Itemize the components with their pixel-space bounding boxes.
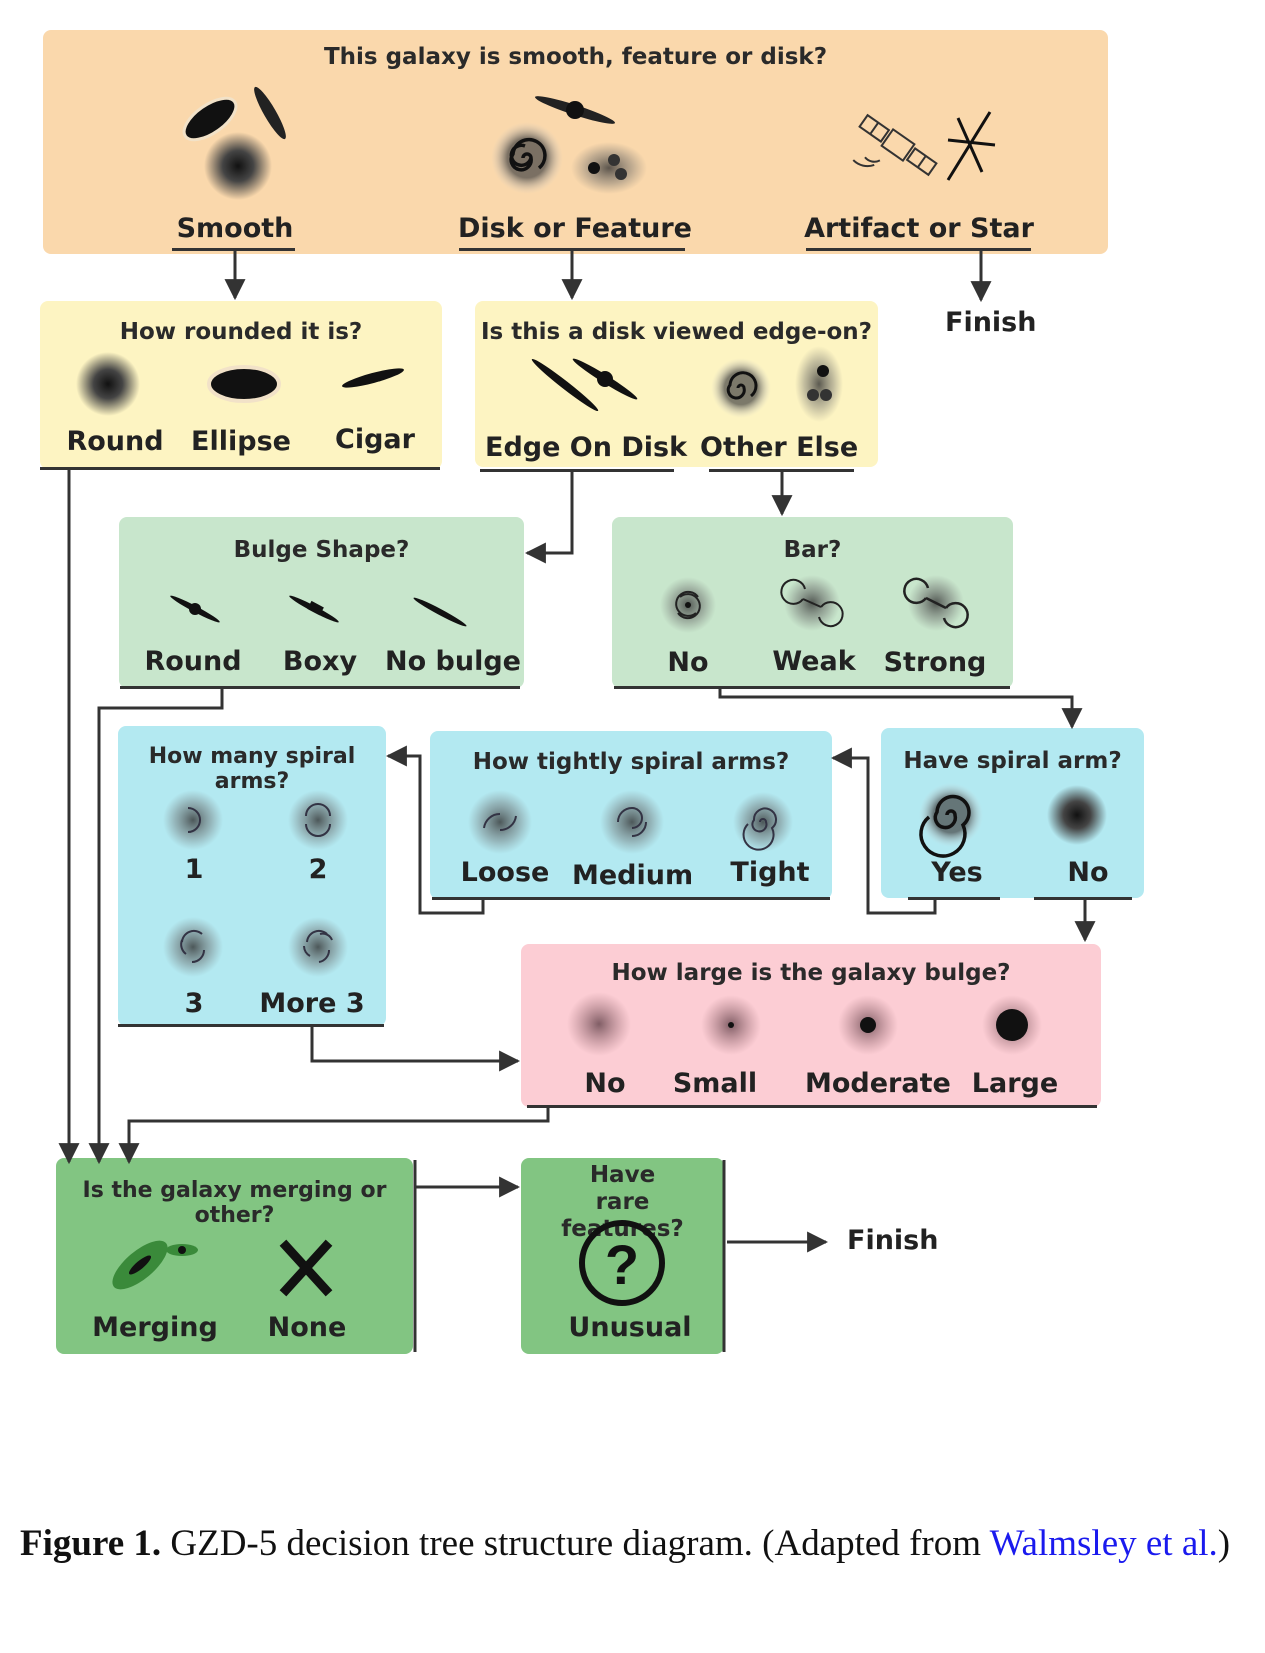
- q6-question: How many spiral arms?: [148, 744, 356, 794]
- q2-option-ellipse: Ellipse: [191, 426, 291, 457]
- q7-option-loose: Loose: [460, 857, 550, 888]
- bar-icons: [660, 575, 969, 633]
- q4-option-boxy: Boxy: [282, 646, 358, 677]
- q4-option-round: Round: [144, 646, 242, 677]
- caption-label: Figure 1.: [20, 1523, 162, 1564]
- q1-question: This galaxy is smooth, feature or disk?: [323, 44, 828, 70]
- q6-option-1: 1: [184, 854, 204, 885]
- q9-option-small: Small: [672, 1068, 758, 1099]
- q11-box: Have rare features?: [521, 1158, 724, 1354]
- other-else-icons: [711, 346, 843, 422]
- q6-option-2: 2: [308, 854, 328, 885]
- underline: [459, 248, 685, 251]
- disk-or-feature-icons: [491, 96, 647, 194]
- q8-option-yes: Yes: [931, 857, 983, 888]
- q9-question: How large is the galaxy bulge?: [611, 960, 1011, 986]
- q1-option-disk-or-feature: Disk or Feature: [458, 213, 692, 244]
- q11-option-unusual: Unusual: [568, 1312, 692, 1343]
- figure-caption: Figure 1. GZD-5 decision tree structure …: [20, 1518, 1250, 1570]
- connector-q7-to-q6: [385, 745, 485, 915]
- q5-question: Bar?: [783, 537, 842, 563]
- spiral-arm-count-icons: [163, 790, 348, 977]
- q6-option-more-3: More 3: [259, 988, 365, 1019]
- q7-option-medium: Medium: [572, 860, 694, 891]
- tightness-icons: [468, 790, 793, 854]
- bulge-size-icons: [567, 992, 1042, 1056]
- caption-end: ): [1217, 1523, 1231, 1564]
- q7-question: How tightly spiral arms?: [472, 749, 790, 775]
- q10-box: Is the galaxy merging or other?: [56, 1158, 413, 1354]
- smooth-galaxy-icons: [182, 86, 286, 200]
- q10-option-merging: Merging: [92, 1312, 218, 1343]
- svg-text:?: ?: [605, 1233, 639, 1296]
- q9-option-moderate: Moderate: [805, 1068, 951, 1099]
- q5-option-weak: Weak: [772, 646, 856, 677]
- q8-question: Have spiral arm?: [903, 748, 1122, 774]
- diagram-graphics: ?: [58, 86, 1107, 1352]
- have-spiral-icons: [919, 783, 1107, 858]
- q3-option-edge-on-disk: Edge On Disk: [485, 432, 688, 463]
- q1-option-artifact-or-star: Artifact or Star: [804, 213, 1034, 244]
- q8-option-no: No: [1067, 857, 1109, 888]
- underline: [1034, 897, 1132, 900]
- connector-q8-to-q7: [830, 747, 937, 915]
- q1-option-smooth: Smooth: [176, 213, 294, 244]
- underline: [40, 467, 440, 470]
- underline: [709, 469, 854, 472]
- caption-text: GZD-5 decision tree structure diagram. (…: [161, 1523, 990, 1564]
- underline: [172, 248, 295, 251]
- connector-q6-to-q9: [310, 1026, 521, 1072]
- q4-option-no-bulge: No bulge: [385, 646, 521, 677]
- q6-option-3: 3: [184, 988, 204, 1019]
- q4-question: Bulge Shape?: [233, 537, 410, 563]
- underline: [118, 1024, 384, 1027]
- artifact-or-star-icons: [852, 111, 996, 181]
- q7-option-tight: Tight: [730, 857, 810, 888]
- connector-q9-to-q10: [118, 1107, 550, 1165]
- merging-galaxy-icon: [112, 1240, 198, 1290]
- bulge-shape-icons: [170, 595, 467, 627]
- connector-edgeon-to-q4: [524, 471, 574, 564]
- q6-box: How many spiral arms?: [118, 726, 386, 1026]
- edge-on-disk-icons: [531, 358, 638, 412]
- connector-q4-to-q10: [88, 688, 224, 1165]
- decision-tree-diagram: This galaxy is smooth, feature or disk? …: [40, 30, 1144, 1354]
- underline: [120, 686, 520, 689]
- q4-box: Bulge Shape?: [119, 517, 524, 688]
- finish-label-bottom: Finish: [847, 1225, 939, 1256]
- q2-option-cigar: Cigar: [335, 424, 415, 455]
- q5-option-strong: Strong: [883, 647, 987, 678]
- q10-option-none: None: [267, 1312, 347, 1343]
- q9-option-large: Large: [971, 1068, 1059, 1099]
- q3-box: Is this a disk viewed edge-on?: [475, 301, 878, 467]
- q3-option-other-else: Other Else: [700, 432, 859, 463]
- q2-question: How rounded it is?: [119, 319, 363, 345]
- round-ellipse-cigar-icons: [76, 352, 404, 416]
- finish-label-top: Finish: [945, 307, 1037, 338]
- underline: [527, 1105, 1097, 1108]
- underline: [614, 686, 1010, 689]
- underline: [480, 469, 674, 472]
- caption-citation-link[interactable]: Walmsley et al.: [989, 1523, 1218, 1564]
- q10-question: Is the galaxy merging or other?: [82, 1178, 387, 1228]
- underline: [908, 897, 1000, 900]
- q11-question: Have rare features?: [561, 1162, 684, 1242]
- q5-option-no: No: [667, 647, 709, 678]
- q3-question: Is this a disk viewed edge-on?: [480, 319, 873, 345]
- question-mark-icon: ?: [579, 1220, 665, 1306]
- q2-option-round: Round: [66, 426, 164, 457]
- q9-option-no: No: [584, 1068, 626, 1099]
- underline: [432, 897, 830, 900]
- connector-q5-to-q8: [718, 688, 1083, 730]
- underline: [806, 248, 1031, 251]
- none-x-icon: [279, 1239, 333, 1297]
